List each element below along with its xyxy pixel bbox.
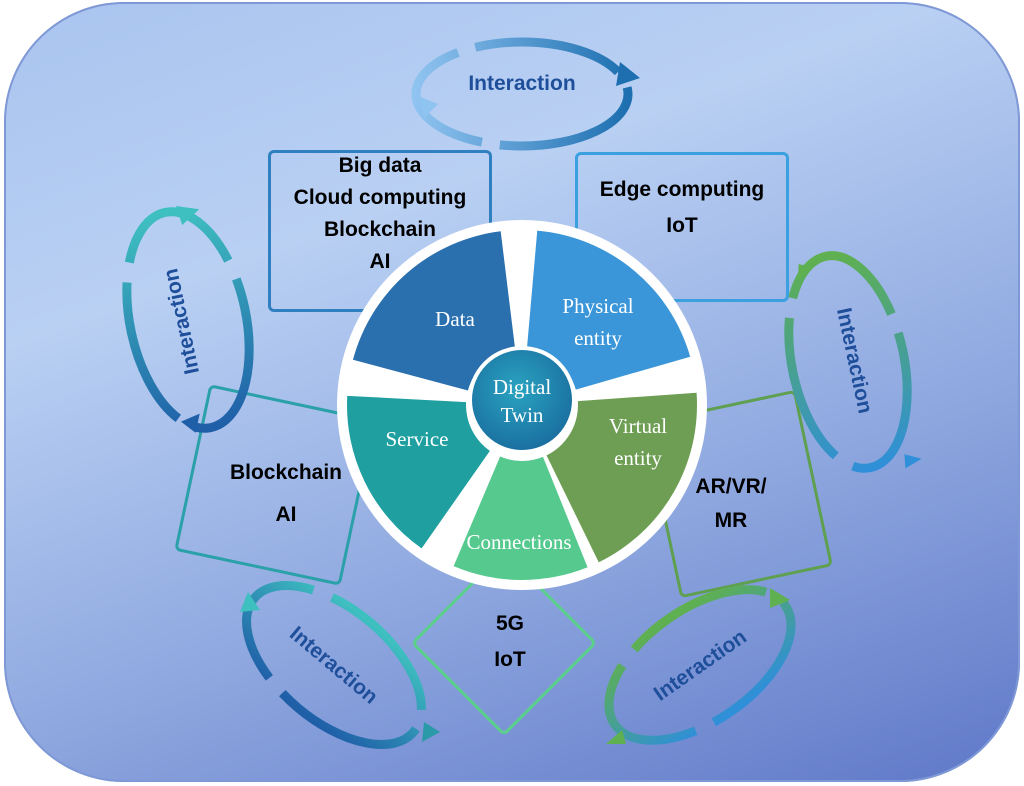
box-text-line: IoT (494, 648, 526, 671)
interaction-arc-left (122, 207, 254, 433)
interaction-label-right: Interaction (832, 306, 877, 416)
box-text-line: Edge computing (599, 178, 765, 201)
box-text-line: Big data (338, 154, 422, 177)
box-text-line: Blockchain (323, 218, 437, 241)
segment-label-virtual-line1: Virtual (609, 414, 667, 438)
segment-virtual-entity (546, 392, 697, 563)
segment-label-service: Service (386, 427, 449, 451)
interaction-label-left: Interaction (159, 266, 204, 376)
box-bottom-text: 5G IoT (455, 606, 565, 678)
interaction-loop-bottom-left: Interaction (242, 581, 426, 749)
interaction-label-top: Interaction (468, 72, 575, 95)
box-top-right (575, 152, 789, 302)
wheel-segments (347, 230, 697, 580)
segment-data (352, 231, 516, 391)
segment-label-data: Data (435, 307, 475, 331)
arrowhead-icon (904, 454, 922, 469)
center-label-line2: Twin (501, 403, 544, 427)
center-label-line1: Digital (493, 375, 551, 399)
interaction-loop-left: Interaction (122, 205, 254, 433)
box-left-text: Blockchain AI (206, 452, 366, 536)
interaction-arc-top (411, 37, 633, 151)
box-text-line: Blockchain (229, 461, 343, 484)
segment-label-connections: Connections (467, 530, 572, 554)
segment-label-physical-line2: entity (574, 326, 622, 350)
segment-connections (453, 456, 588, 580)
box-top-left-text: Big data Cloud computing Blockchain AI (270, 150, 490, 278)
box-text-line: AI (275, 503, 297, 526)
interaction-arc-bottom-right (604, 585, 796, 745)
box-text-line: 5G (495, 612, 524, 635)
arrowhead-icon (418, 96, 438, 118)
box-right-text: AR/VR/ MR (676, 470, 786, 538)
digital-twin-hub (468, 346, 576, 454)
interaction-loop-right: Interaction (784, 251, 922, 473)
interaction-arc-right (784, 251, 912, 473)
interaction-label-bottom-left: Interaction (285, 622, 382, 709)
box-text-line: MR (714, 509, 748, 532)
arrowhead-icon (180, 413, 200, 433)
segment-physical-entity (526, 230, 691, 390)
box-top-right-text: Edge computing IoT (575, 172, 789, 244)
interaction-label-bottom-right: Interaction (650, 625, 751, 705)
arrowhead-icon (176, 205, 200, 226)
arrowhead-icon (240, 592, 260, 612)
interaction-loop-top: Interaction (411, 37, 640, 151)
arrowhead-icon (770, 588, 790, 608)
arrowhead-icon (797, 264, 814, 281)
interaction-arc-bottom-left (242, 581, 426, 749)
segment-label-physical-line1: Physical (562, 294, 633, 318)
box-text-line: IoT (666, 214, 698, 237)
arrowhead-icon (422, 722, 440, 742)
arrowhead-icon (616, 62, 640, 86)
segment-label-virtual-line2: entity (614, 446, 662, 470)
box-text-line: AR/VR/ (695, 475, 767, 498)
segment-service (347, 395, 490, 549)
arrowhead-icon (606, 730, 626, 744)
box-text-line: Cloud computing (293, 186, 467, 209)
box-text-line: AI (369, 250, 391, 273)
